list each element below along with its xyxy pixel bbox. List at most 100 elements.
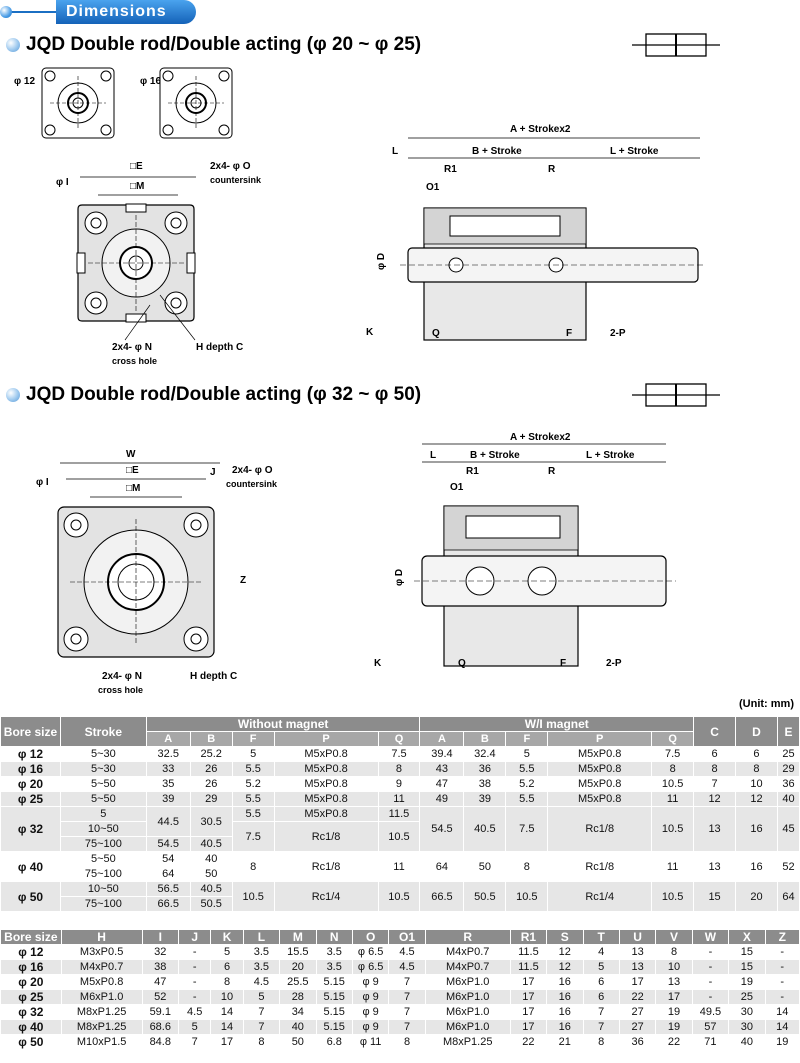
table-cell: 5	[505, 746, 549, 762]
sub-header: F	[505, 731, 549, 747]
table-cell: M5xP0.8	[273, 746, 379, 762]
table-cell: 11.5	[377, 806, 421, 822]
table-cell: -	[177, 989, 212, 1005]
table-cell: 17	[509, 1019, 548, 1035]
table-cell: 5.2	[505, 776, 549, 792]
cylinder-symbol-icon	[632, 383, 720, 407]
table-cell: M5xP0.8	[547, 746, 653, 762]
table-cell: 8	[735, 761, 778, 777]
table-cell: 21	[546, 1034, 584, 1050]
header-D: D	[735, 716, 778, 747]
table-cell: 56.5	[145, 881, 191, 897]
table-cell: -	[691, 989, 730, 1005]
table-cell: Rc1/8	[547, 851, 653, 882]
header-col: I	[141, 929, 179, 945]
table-cell: φ 9	[351, 989, 390, 1005]
table-cell: 54.5	[145, 836, 191, 852]
table-cell: 8	[388, 1034, 426, 1050]
table-cell: 11	[377, 791, 421, 807]
unit-label: (Unit: mm)	[739, 698, 794, 710]
sub-header: Q	[651, 731, 695, 747]
table-cell: 5	[231, 746, 275, 762]
sub-header: P	[547, 731, 653, 747]
stroke-cell: 75~100	[59, 896, 147, 912]
table-cell: 7	[693, 776, 737, 792]
table-cell: 50	[463, 851, 507, 882]
table-cell: 13	[693, 806, 737, 852]
label-cross-hole: cross hole	[98, 685, 143, 695]
table-cell: 14	[210, 1004, 244, 1020]
stroke-cell: 75~100	[59, 866, 147, 882]
table-cell: 38	[141, 959, 179, 975]
table-cell: 50	[189, 866, 233, 882]
table-cell: Rc1/4	[273, 881, 379, 912]
end-view-phi16	[159, 67, 233, 139]
table-cell: 7	[388, 1019, 426, 1035]
table-cell: 5.5	[231, 761, 275, 777]
table-cell: M5xP0.8	[273, 761, 379, 777]
table-cell: 10.5	[651, 881, 695, 912]
table-cell: 5	[242, 989, 281, 1005]
label-N: 2x4- φ N	[102, 671, 142, 682]
label-O1: O1	[450, 482, 464, 493]
table-cell: 12	[546, 959, 584, 975]
table-cell: Rc1/8	[547, 806, 653, 852]
table-cell: 20	[279, 959, 317, 975]
table-cell: 34	[279, 1004, 317, 1020]
header-col: L	[242, 929, 281, 945]
header-col: N	[315, 929, 353, 945]
table-cell: M5xP0.8	[273, 791, 379, 807]
label-B: B + Stroke	[472, 146, 522, 157]
table-cell: 28	[279, 989, 317, 1005]
table-cell: 19	[764, 1034, 800, 1050]
table-cell: 10	[210, 989, 244, 1005]
table-cell: M6xP1.0	[424, 989, 511, 1005]
bore-cell: φ 40	[0, 851, 61, 882]
label-F: F	[566, 328, 572, 339]
table-cell: 16	[735, 806, 778, 852]
table-cell: 35	[145, 776, 191, 792]
table-cell: 7.5	[377, 746, 421, 762]
table-cell: 45	[776, 806, 800, 852]
table-cell: 17	[618, 974, 657, 990]
label-D: φ D	[394, 569, 405, 586]
table-cell: M5xP0.8	[547, 791, 653, 807]
label-A: A + Strokex2	[510, 432, 571, 443]
section2-title-text: JQD Double rod/Double acting (φ 32 ~ φ 5…	[26, 384, 422, 405]
table-cell: Rc1/8	[273, 821, 379, 852]
table-cell: 64	[776, 881, 800, 912]
table-cell: 17	[509, 989, 548, 1005]
header-col: X	[728, 929, 766, 945]
label-L: L	[392, 146, 398, 157]
table-cell: 50.5	[189, 896, 233, 912]
header-col: R1	[509, 929, 548, 945]
table-cell: 40	[728, 1034, 766, 1050]
end-view-phi12	[41, 67, 115, 139]
label-O: 2x4- φ O	[232, 465, 273, 476]
table-cell: 22	[618, 989, 657, 1005]
header-stroke: Stroke	[59, 716, 147, 747]
section1-front-view: □E □M 2x4- φ O countersink φ I 2x4- φ N …	[56, 161, 262, 366]
table-cell: 14	[764, 1019, 800, 1035]
section2-title: JQD Double rod/Double acting (φ 32 ~ φ 5…	[6, 384, 421, 406]
header-with-magnet: W/I magnet	[419, 716, 695, 732]
header-col: K	[210, 929, 244, 945]
table-cell: 39	[145, 791, 191, 807]
table-cell: 52	[776, 851, 800, 882]
table-cell: M8xP1.25	[60, 1004, 143, 1020]
table-cell: 8	[210, 974, 244, 990]
table-cell: 64	[419, 851, 465, 882]
table-cell: 7	[177, 1034, 212, 1050]
bullet-icon	[6, 388, 20, 402]
table-cell: 7	[388, 989, 426, 1005]
bore-cell: φ 32	[0, 1004, 62, 1020]
table-cell: 36	[776, 776, 800, 792]
table-cell: 33	[145, 761, 191, 777]
table-cell: 10.5	[377, 881, 421, 912]
table-cell: 16	[546, 1004, 584, 1020]
section2-side-view: A + Strokex2 L B + Stroke L + Stroke R1 …	[374, 432, 676, 669]
